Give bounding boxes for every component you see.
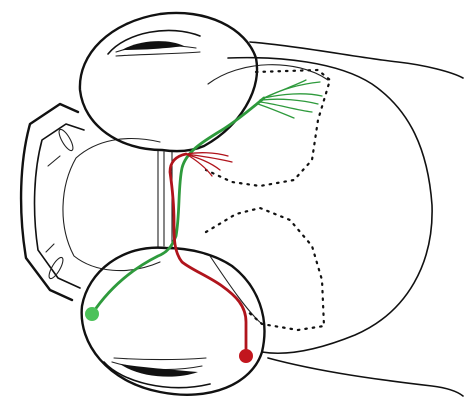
- left-eye-icon: [122, 41, 184, 50]
- red-neuron-icon: [239, 349, 253, 363]
- right-eye-icon: [120, 364, 198, 377]
- green-neuron-icon: [85, 307, 99, 321]
- green-neuron: [85, 80, 322, 321]
- left-eye: [80, 13, 257, 151]
- snout-region: [21, 104, 160, 300]
- tectum-dotted-outline: [206, 70, 330, 330]
